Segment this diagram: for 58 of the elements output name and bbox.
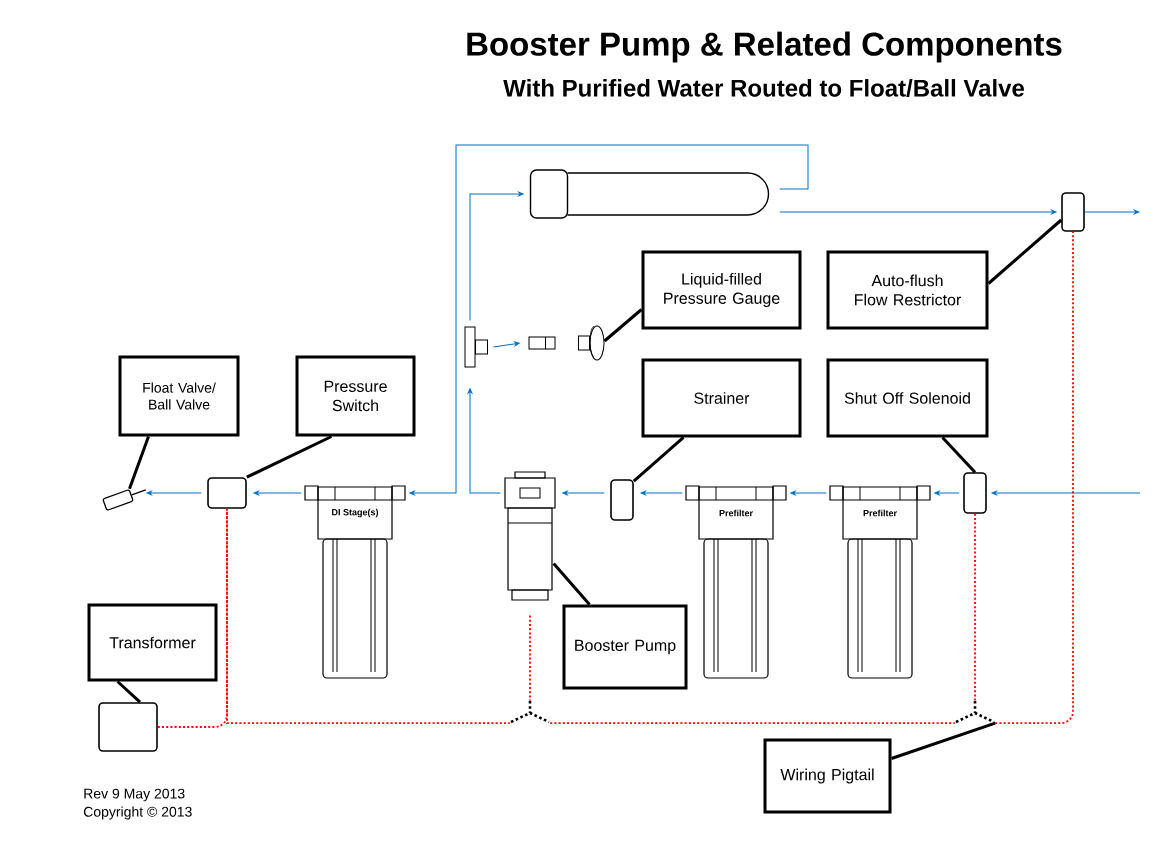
flow-arrow xyxy=(562,490,605,496)
flow-arrow xyxy=(640,490,683,496)
callout-box: Wiring Pigtail xyxy=(763,738,892,814)
leader-line xyxy=(128,436,150,490)
callout-box: Transformer xyxy=(87,603,218,682)
strainer xyxy=(610,479,634,521)
flow-arrow xyxy=(253,490,302,496)
leader-line xyxy=(987,218,1063,285)
wire xyxy=(226,507,511,725)
wiring-pigtail xyxy=(510,701,550,724)
revision-note: Rev 9 May 2013 xyxy=(84,788,185,802)
leader-line xyxy=(603,308,643,343)
tee-fitting xyxy=(464,326,488,368)
flow-arrow xyxy=(934,490,960,496)
transformer xyxy=(98,702,158,752)
leader-line xyxy=(632,436,685,483)
node-label: Prefilter xyxy=(719,509,753,517)
node-label: Prefilter xyxy=(863,509,897,517)
membrane-housing xyxy=(529,169,770,219)
flow-arrow xyxy=(493,341,520,348)
flow-arrow xyxy=(469,191,524,321)
copyright-note: Copyright © 2013 xyxy=(83,806,192,820)
flow-arrow xyxy=(1084,209,1140,215)
flow-arrow xyxy=(790,490,827,496)
flow-arrow xyxy=(779,209,1057,215)
leader-line xyxy=(552,562,591,606)
filter-housing: Prefilter xyxy=(685,485,787,679)
float-valve xyxy=(102,489,147,511)
flow-arrow xyxy=(146,490,202,496)
callout-box: Float Valve/ Ball Valve xyxy=(118,355,240,437)
wire xyxy=(974,512,976,702)
pressure-switch xyxy=(207,477,247,509)
wiring-pigtail xyxy=(955,701,995,724)
leader-line xyxy=(891,721,996,760)
flow-arrow xyxy=(409,144,809,496)
subtitle: With Purified Water Routed to Float/Ball Valve xyxy=(503,79,1024,97)
flow-arrow xyxy=(467,388,501,494)
callout-box: Booster Pump xyxy=(562,604,688,690)
callout-box: Liquid-filled Pressure Gauge xyxy=(641,250,802,330)
solenoid-valve xyxy=(963,472,987,514)
wire xyxy=(549,722,956,725)
leader-line xyxy=(941,436,977,474)
callout-box: Shut Off Solenoid xyxy=(826,358,989,438)
flow-arrow xyxy=(991,490,1141,496)
filter-housing: DI Stage(s) xyxy=(304,485,406,679)
filter-housing: Prefilter xyxy=(829,485,931,679)
wire xyxy=(994,230,1074,725)
booster-pump-drawing xyxy=(504,471,556,601)
title: Booster Pump & Related Components xyxy=(467,31,1062,63)
callout-box: Pressure Switch xyxy=(295,355,416,437)
leader-line xyxy=(246,435,333,479)
flow-restrictor xyxy=(1061,192,1085,232)
node-label: DI Stage(s) xyxy=(332,508,379,518)
pressure-gauge xyxy=(578,325,605,361)
wire xyxy=(529,614,531,702)
callout-box: Auto-flush Flow Restrictor xyxy=(826,250,989,330)
adapter-fitting xyxy=(528,336,556,350)
callout-box: Strainer xyxy=(641,358,802,438)
